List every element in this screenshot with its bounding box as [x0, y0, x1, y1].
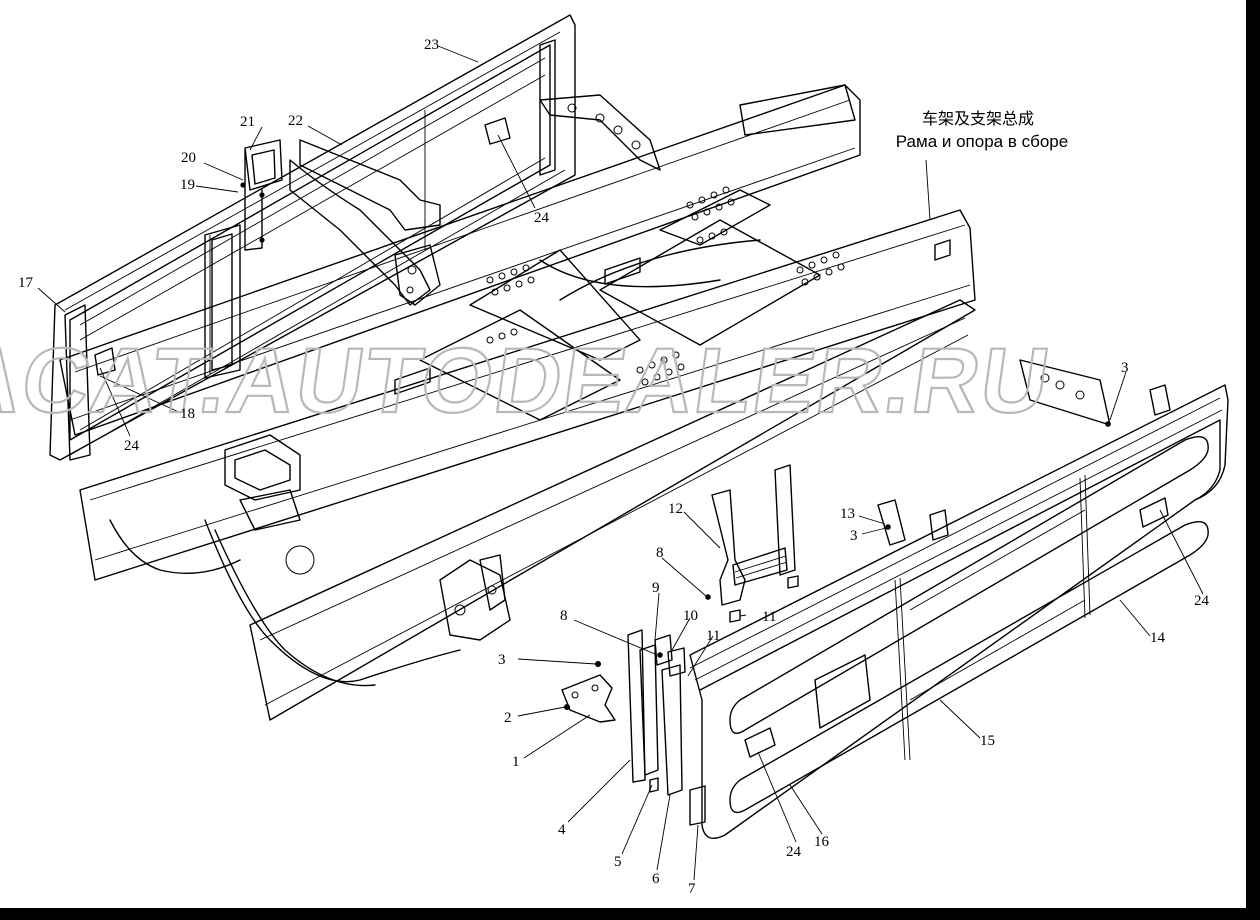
- callout-3-mid: 3: [850, 528, 858, 544]
- callout-15: 15: [980, 733, 995, 749]
- callout-20: 20: [181, 150, 196, 166]
- callout-10: 10: [683, 608, 698, 624]
- callout-3-upper: 3: [1121, 360, 1129, 376]
- callout-4: 4: [558, 822, 566, 838]
- callout-13: 13: [840, 506, 855, 522]
- callout-24-lower: 24: [786, 844, 802, 860]
- front-side-panel: [689, 359, 1229, 839]
- drawing-sheet: ACAT.AUTODEALER.RU 车架及支架总成 Рама и опора …: [0, 0, 1246, 908]
- callout-11-lower: 11: [706, 628, 720, 644]
- loose-parts: [561, 421, 1111, 826]
- chassis-frame: [59, 84, 976, 721]
- callout-8-lower: 8: [560, 608, 568, 624]
- callout-7: 7: [688, 881, 696, 897]
- callout-14: 14: [1150, 630, 1166, 646]
- callout-2: 2: [504, 710, 512, 726]
- callout-24-left: 24: [124, 438, 140, 454]
- callout-17: 17: [18, 275, 34, 291]
- callout-24-upper: 24: [534, 210, 550, 226]
- callout-6: 6: [652, 871, 660, 887]
- callout-labels: 23 21 22 20 19 24 17 18 24 3 12 13 3 8 2…: [18, 37, 1210, 897]
- title-chinese: 车架及支架总成: [922, 109, 1034, 128]
- callout-3-lower: 3: [498, 652, 506, 668]
- callout-9: 9: [652, 580, 660, 596]
- callout-5: 5: [614, 854, 622, 870]
- callout-22: 22: [288, 113, 303, 129]
- callout-1: 1: [512, 754, 520, 770]
- callout-19: 19: [180, 177, 195, 193]
- callout-8-upper: 8: [656, 545, 664, 561]
- callout-23: 23: [424, 37, 439, 53]
- rail-holes: [486, 186, 845, 386]
- callout-11-upper: 11: [762, 609, 776, 625]
- callout-16: 16: [814, 834, 830, 850]
- callout-18: 18: [180, 406, 195, 422]
- leader-lines: [37, 45, 1204, 881]
- callout-12: 12: [668, 501, 683, 517]
- rear-side-panel: [49, 14, 576, 461]
- title-russian: Рама и опора в сборе: [896, 132, 1068, 151]
- callout-21: 21: [240, 114, 255, 130]
- callout-24-right: 24: [1194, 593, 1210, 609]
- exploded-view-drawing: ACAT.AUTODEALER.RU 车架及支架总成 Рама и опора …: [0, 14, 1229, 897]
- lower-hangers: [109, 434, 511, 687]
- watermark-text: ACAT.AUTODEALER.RU: [0, 328, 1057, 431]
